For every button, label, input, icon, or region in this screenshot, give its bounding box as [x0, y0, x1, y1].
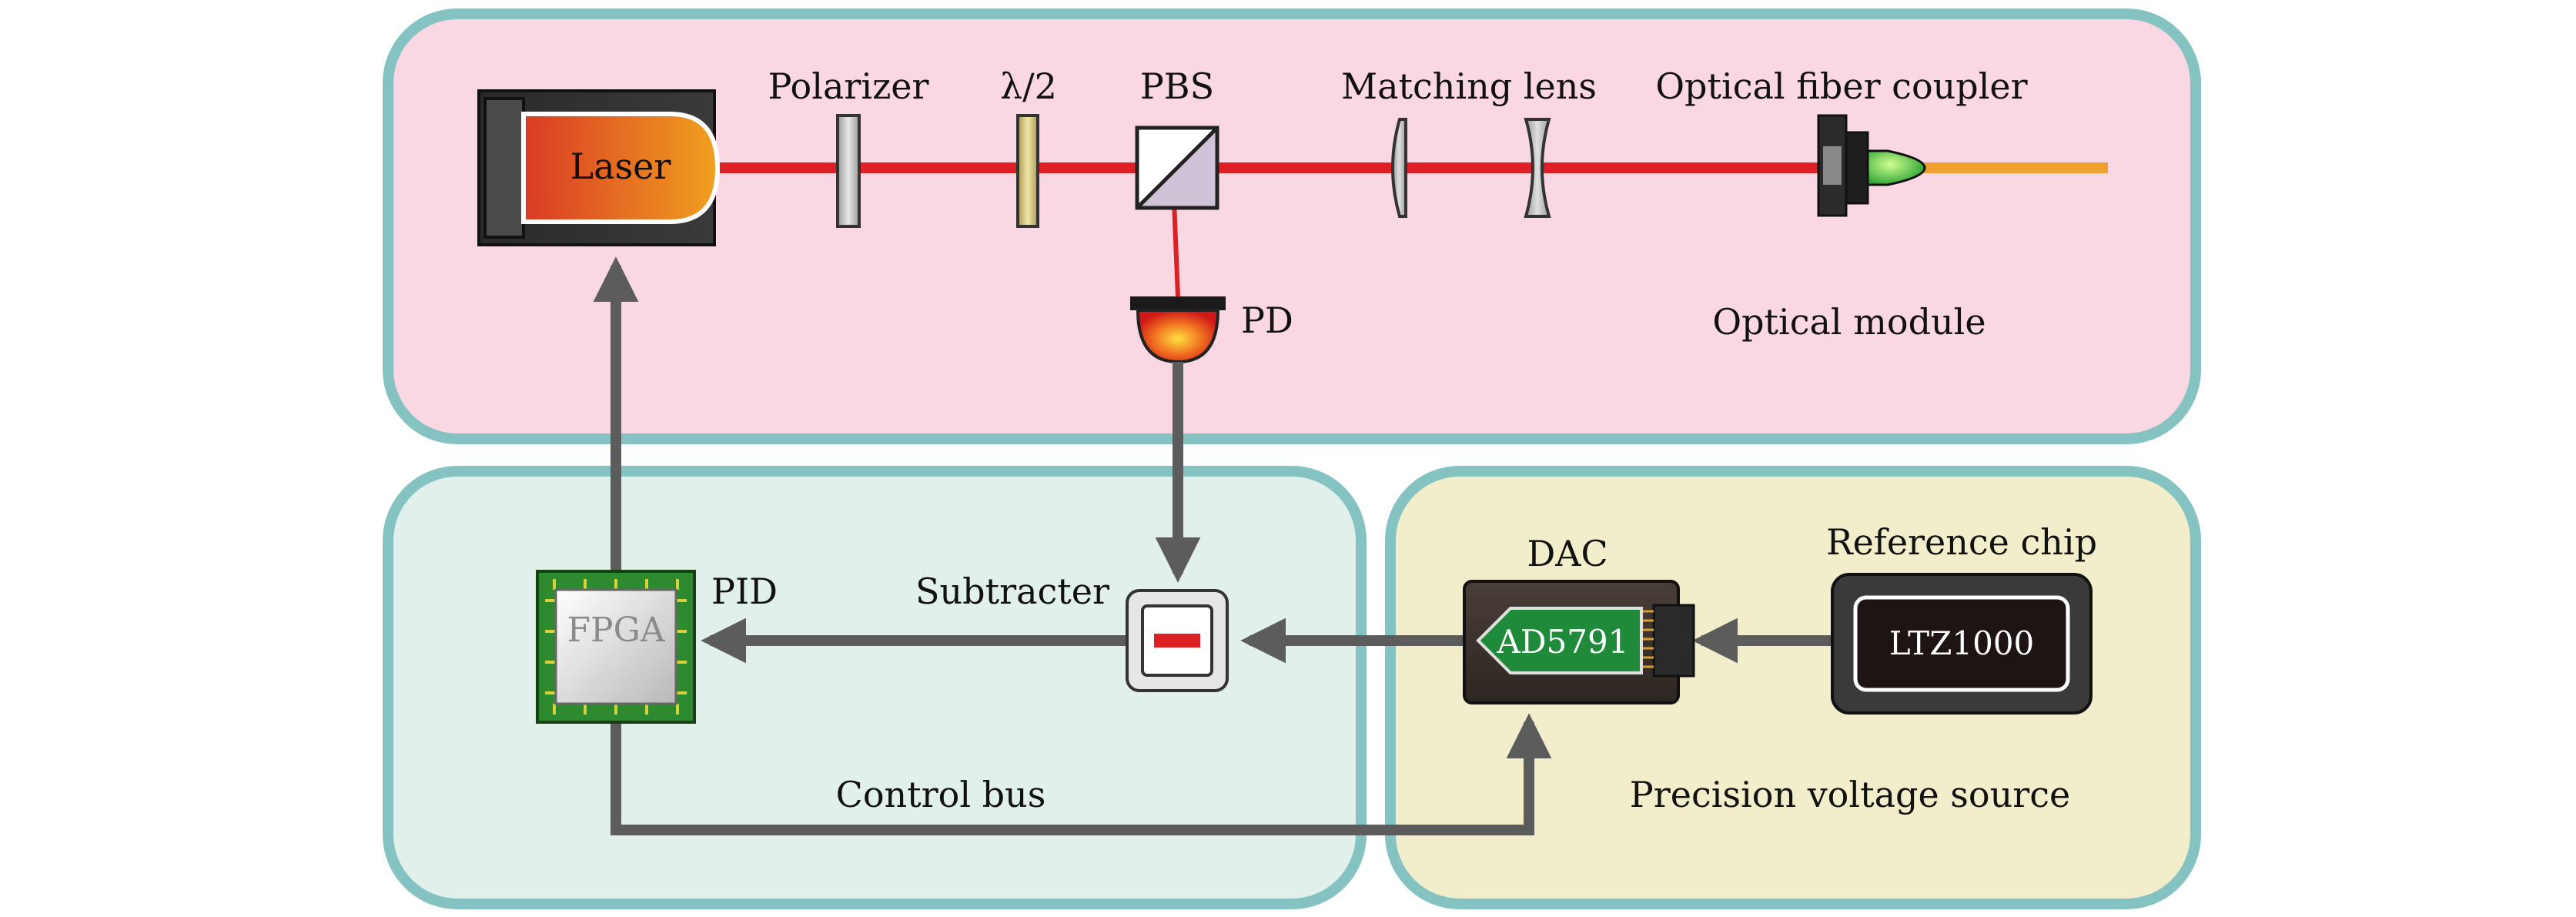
control-bus-label: Control bus	[836, 774, 1046, 815]
dac-chip-label: AD5791	[1497, 623, 1629, 661]
reference-chip-label: Reference chip	[1826, 521, 2097, 563]
pbs-component	[1135, 126, 1219, 210]
fiber-coupler-label: Optical fiber coupler	[1655, 65, 2027, 107]
polarizer-component	[836, 114, 861, 228]
precision-voltage-label: Precision voltage source	[1630, 774, 2070, 815]
pd-label: PD	[1241, 300, 1293, 341]
fiber-coupler-component	[1817, 114, 1926, 217]
laser-component: Laser	[477, 89, 721, 246]
optical-module-label: Optical module	[1712, 301, 1986, 343]
half-wave-plate-component	[1016, 114, 1039, 228]
fpga-label: FPGA	[567, 611, 665, 650]
laser-label: Laser	[570, 146, 671, 187]
subtracter-label: Subtracter	[915, 571, 1109, 612]
pid-label: PID	[711, 571, 778, 612]
pbs-label: PBS	[1140, 65, 1214, 107]
photodetector-component	[1130, 296, 1226, 364]
control-bus-line	[611, 713, 1552, 835]
subtracter-component	[1126, 589, 1229, 692]
reflected-beam	[1172, 201, 1180, 297]
reference-chip-component: LTZ1000	[1831, 573, 2093, 715]
half-wave-plate-label: λ/2	[1000, 65, 1057, 107]
matching-lens-concave	[1524, 118, 1551, 218]
matching-lens-label: Matching lens	[1341, 65, 1597, 107]
dac-component: AD5791	[1463, 580, 1695, 704]
matching-lens-convex	[1391, 118, 1407, 218]
polarizer-label: Polarizer	[768, 65, 928, 107]
dac-label: DAC	[1527, 533, 1607, 574]
fpga-component: FPGA	[536, 570, 696, 724]
ref-chip-part-label: LTZ1000	[1889, 624, 2035, 662]
